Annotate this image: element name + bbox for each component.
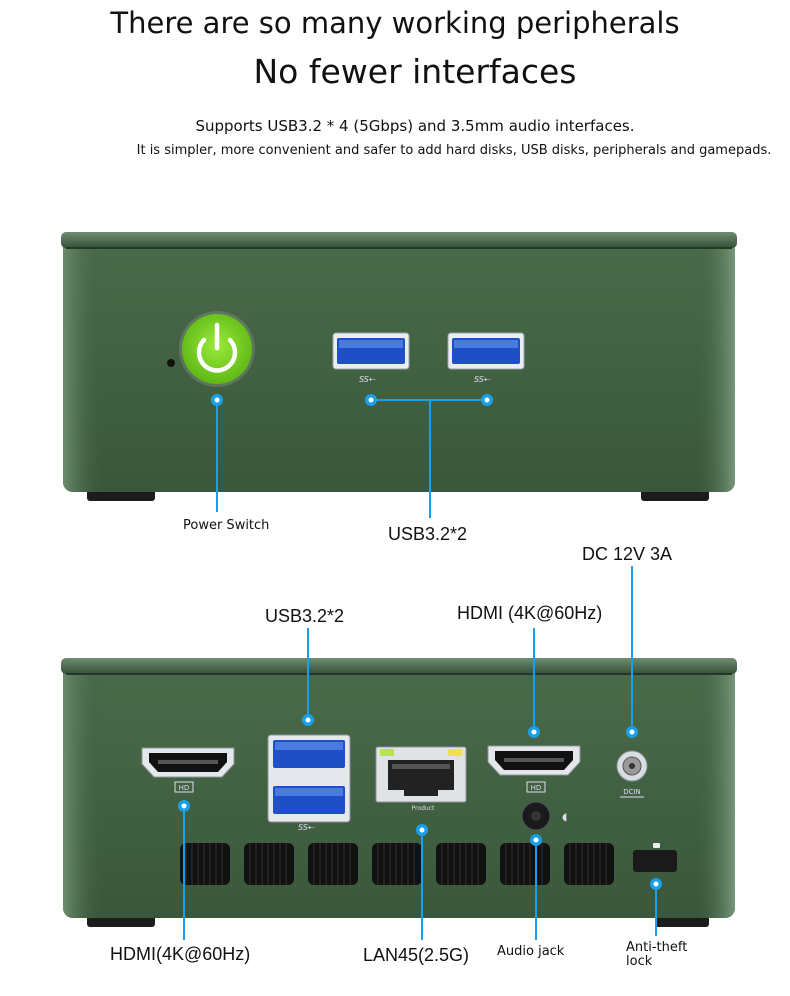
rear-usb-stack (267, 734, 351, 823)
lock-icon (653, 843, 660, 848)
front-usb-port-1 (332, 332, 410, 370)
lan-label: LAN45(2.5G) (363, 945, 470, 965)
hdmi-port-left (141, 747, 235, 778)
vent-grille (180, 843, 614, 885)
power-icon (196, 337, 238, 373)
power-led (167, 359, 175, 367)
hdmi-bottom-label: HDMI(4K@60Hz) (110, 944, 251, 964)
front-usb-port-2 (447, 332, 525, 370)
ss-logo-1: SS⇠ (359, 375, 376, 384)
dcin-text: DCIN (623, 788, 641, 796)
audio-jack (521, 801, 551, 831)
rear-callouts (183, 566, 657, 940)
lock-label: lock (626, 954, 653, 969)
hdmi-top-label: HDMI (4K@60Hz) (457, 603, 603, 623)
anti-theft-label: Anti-theft (626, 940, 688, 955)
audio-jack-label: Audio jack (497, 944, 565, 959)
svg-text:HD: HD (531, 784, 542, 792)
dc-label: DC 12V 3A (582, 544, 673, 564)
description-line-1: Supports USB3.2 * 4 (5Gbps) and 3.5mm au… (195, 117, 635, 135)
lan-port (375, 746, 467, 803)
hdmi-port-right (487, 745, 581, 776)
description-line-2: It is simpler, more convenient and safer… (136, 143, 772, 158)
anti-theft-lock-slot (633, 850, 677, 872)
front-panel: SS⇠ SS⇠ (61, 232, 737, 518)
subheadline: No fewer interfaces (253, 52, 577, 91)
product-text: Product (412, 805, 435, 812)
ss-logo-2: SS⇠ (474, 375, 491, 384)
headline: There are so many working peripherals (110, 6, 680, 40)
headphone-icon: ◖ (562, 812, 567, 823)
svg-text:SS⇠: SS⇠ (298, 823, 315, 832)
power-switch-label: Power Switch (183, 518, 270, 533)
front-callouts (216, 399, 487, 518)
front-lid (61, 232, 737, 248)
hd-badge-left: HD (179, 784, 190, 792)
rear-usb-label: USB3.2*2 (265, 606, 345, 626)
rear-panel: HD SS⇠ Product HD (61, 566, 737, 940)
front-usb-label: USB3.2*2 (388, 524, 468, 544)
dc-in-port (616, 750, 648, 782)
